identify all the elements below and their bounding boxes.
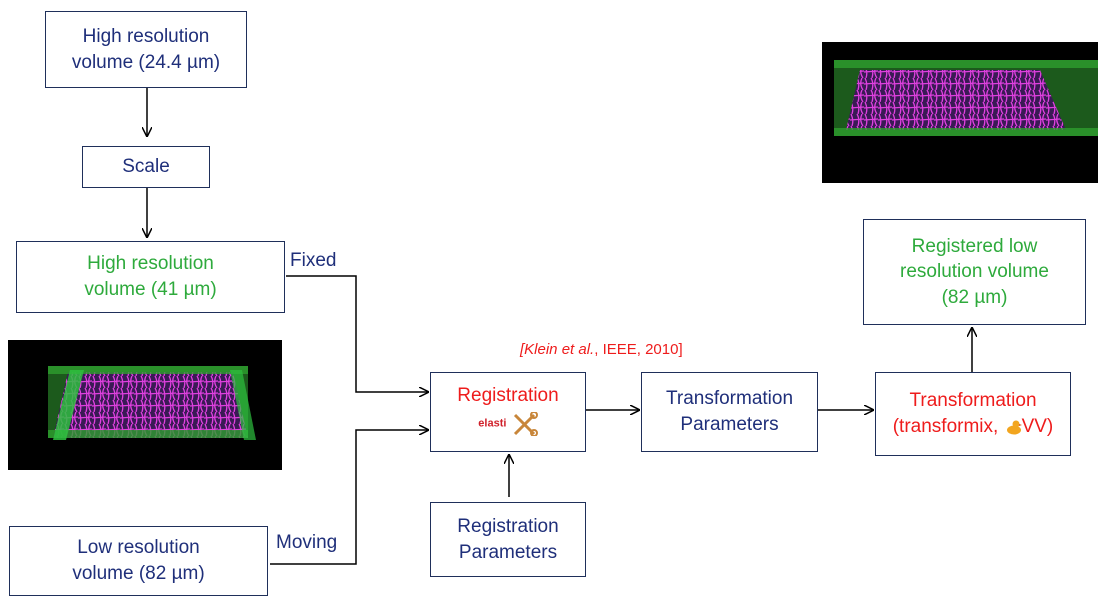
box-line: High resolution <box>82 25 210 47</box>
box-transformation: Transformation (transformix, VV) <box>875 372 1071 456</box>
box-high-resolution-volume-41: High resolution volume (41 µm) <box>16 241 285 313</box>
box-line: High resolution <box>87 253 214 275</box>
transformix-label: (transformix, <box>892 416 999 437</box>
citation: [Klein et al., IEEE, 2010] <box>520 341 683 358</box>
box-registration: Registration elasti <box>430 372 586 452</box>
box-line: volume (41 µm) <box>84 279 217 300</box>
registered-overlay-image <box>822 42 1098 183</box>
moving-label: Moving <box>276 532 338 553</box>
vv-label: VV) <box>1021 416 1054 437</box>
box-line: Registration <box>457 385 559 406</box>
box-line: (82 µm) <box>941 286 1008 308</box>
box-low-resolution-volume-82: Low resolution volume (82 µm) <box>9 526 268 596</box>
box-scale: Scale <box>82 146 210 188</box>
box-transformation-parameters: Transformation Parameters <box>641 372 818 452</box>
elastix-scissors-icon <box>513 410 538 437</box>
box-line: Registration <box>457 515 559 537</box>
box-high-resolution-volume-24: High resolution volume (24.4 µm) <box>45 11 247 88</box>
registered-volume-graphic <box>834 60 1098 136</box>
box-registered-low-resolution-volume: Registered low resolution volume (82 µm) <box>863 219 1086 325</box>
box-line: volume (82 µm) <box>72 563 205 584</box>
box-line: Scale <box>122 156 170 178</box>
arrow-moving-to-registration <box>270 430 428 565</box>
box-line: Registered low <box>911 235 1038 257</box>
citation-pre: [Klein <box>520 341 562 358</box>
box-line: volume (24.4 µm) <box>71 51 221 73</box>
vv-duck-icon <box>1006 420 1022 435</box>
citation-italic: et al. <box>561 341 595 358</box>
box-line: (transformix, VV) <box>893 414 1054 440</box>
elastix-logo: elasti <box>478 410 538 437</box>
fixed-moving-overlay-image <box>8 340 282 470</box>
box-line: Low resolution <box>77 537 200 559</box>
arrow-fixed-to-registration <box>286 275 428 392</box>
box-line: Transformation <box>909 390 1037 412</box>
fixed-label: Fixed <box>290 250 337 271</box>
box-line: Transformation <box>665 388 794 410</box>
box-registration-parameters: Registration Parameters <box>430 502 586 577</box>
box-line: Parameters <box>458 541 558 563</box>
box-line: Parameters <box>680 414 779 435</box>
elastix-logo-text: elasti <box>478 417 507 430</box>
citation-post: , IEEE, 2010] <box>594 341 683 358</box>
box-line: resolution volume <box>900 261 1049 283</box>
overlay-volume-graphic <box>48 366 256 440</box>
